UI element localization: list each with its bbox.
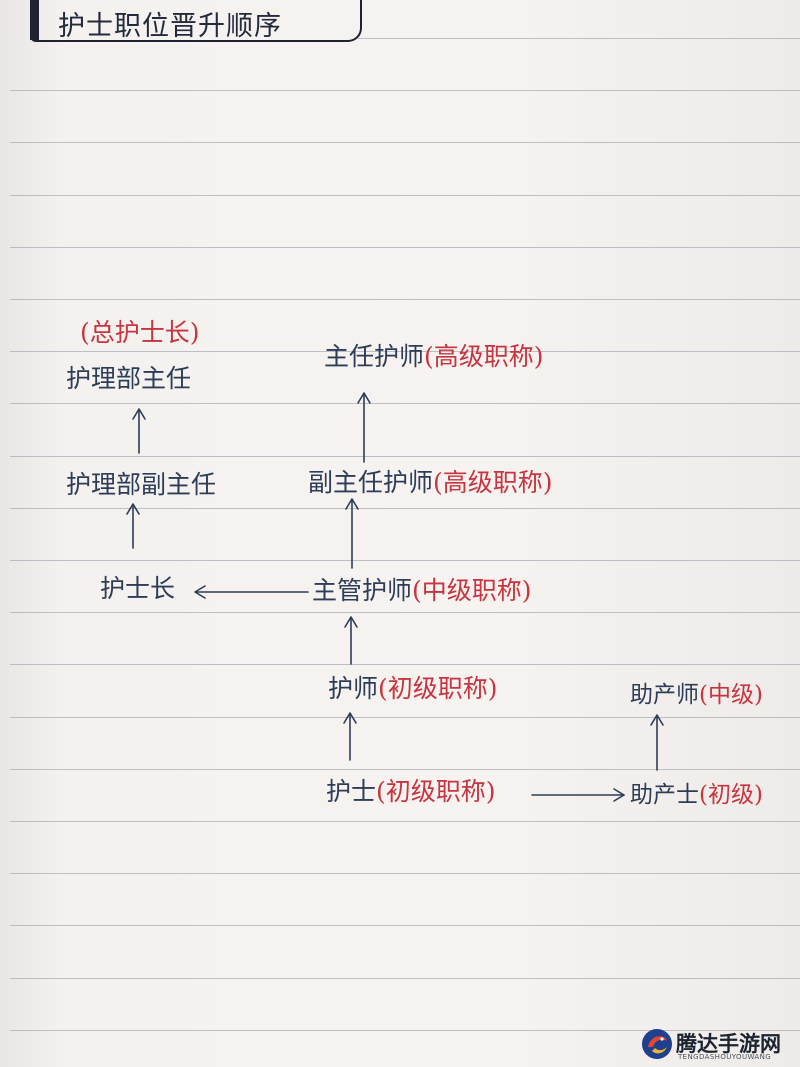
arrow-nurse-to-midwife	[531, 788, 625, 802]
node-chief-head-nurse: (总护士长)	[80, 318, 200, 347]
node-midwife: 助产士(初级)	[630, 784, 763, 807]
ruled-line	[10, 142, 800, 143]
node-deputy-chief-nurse-level: (高级职称)	[433, 468, 553, 497]
ruled-line	[10, 978, 800, 979]
node-supervisor-nurse-name: 主管护师	[312, 576, 413, 605]
arrow-practitioner-to-supervisor	[344, 616, 358, 665]
watermark-logo: 腾达手游网 TENGDASHOUYOUWANG	[640, 1025, 800, 1067]
arrow-head-nurse-to-deputy-director	[126, 503, 140, 549]
arrow-nurse-to-practitioner	[343, 712, 357, 761]
ruled-line	[10, 664, 800, 665]
ruled-line	[10, 351, 800, 352]
arrow-supervisor-to-head-nurse	[194, 585, 309, 599]
node-head-nurse: 护士长	[100, 574, 176, 603]
arrow-deputy-chief-to-chief	[357, 392, 371, 463]
ruled-line	[10, 612, 800, 613]
ruled-line	[10, 508, 800, 509]
ruled-line	[10, 403, 800, 404]
node-nursing-director: 护理部主任	[66, 364, 192, 393]
ruled-line	[10, 717, 800, 718]
node-supervisor-nurse-level: (中级职称)	[412, 576, 532, 605]
arrow-supervisor-to-deputy-chief	[345, 498, 359, 569]
node-midwife-senior-level: (中级)	[699, 682, 763, 708]
ruled-line	[10, 925, 800, 926]
node-nurse: 护士(初级职称)	[326, 779, 496, 804]
page-title: 护士职位晋升顺序	[58, 11, 282, 42]
ruled-line	[10, 90, 800, 91]
watermark-name-cn: 腾达手游网	[676, 1032, 781, 1056]
watermark-name-en: TENGDASHOUYOUWANG	[678, 1053, 772, 1061]
node-chief-nurse-name: 主任护师	[324, 342, 425, 371]
ruled-line	[10, 873, 800, 874]
node-chief-nurse-level: (高级职称)	[424, 342, 544, 371]
ruled-line	[358, 38, 800, 39]
ruled-line	[10, 456, 800, 457]
node-nursing-deputy-director: 护理部副主任	[66, 470, 217, 499]
ruled-line	[10, 560, 800, 561]
node-nurse-practitioner-name: 护师	[328, 674, 379, 703]
ruled-line	[10, 769, 800, 770]
node-midwife-senior: 助产师(中级)	[630, 684, 763, 707]
node-deputy-chief-nurse: 副主任护师(高级职称)	[308, 470, 553, 495]
node-nurse-level: (初级职称)	[376, 777, 496, 806]
node-deputy-chief-nurse-name: 副主任护师	[308, 468, 434, 497]
node-nurse-practitioner-level: (初级职称)	[378, 674, 498, 703]
ruled-line	[10, 247, 800, 248]
node-chief-nurse: 主任护师(高级职称)	[324, 344, 544, 369]
node-supervisor-nurse: 主管护师(中级职称)	[312, 578, 532, 603]
node-midwife-level: (初级)	[699, 782, 763, 808]
dragon-icon	[642, 1029, 672, 1059]
ruled-line	[10, 299, 800, 300]
ruled-line	[10, 1030, 800, 1031]
node-nurse-practitioner: 护师(初级职称)	[328, 676, 498, 701]
arrow-deputy-director-to-director	[132, 408, 146, 454]
ruled-line	[10, 821, 800, 822]
node-nurse-name: 护士	[326, 777, 377, 806]
node-midwife-name: 助产士	[630, 782, 699, 808]
node-midwife-senior-name: 助产师	[630, 682, 699, 708]
ruled-line	[10, 195, 800, 196]
title-box	[30, 0, 362, 42]
arrow-midwife-to-senior-midwife	[650, 714, 664, 771]
